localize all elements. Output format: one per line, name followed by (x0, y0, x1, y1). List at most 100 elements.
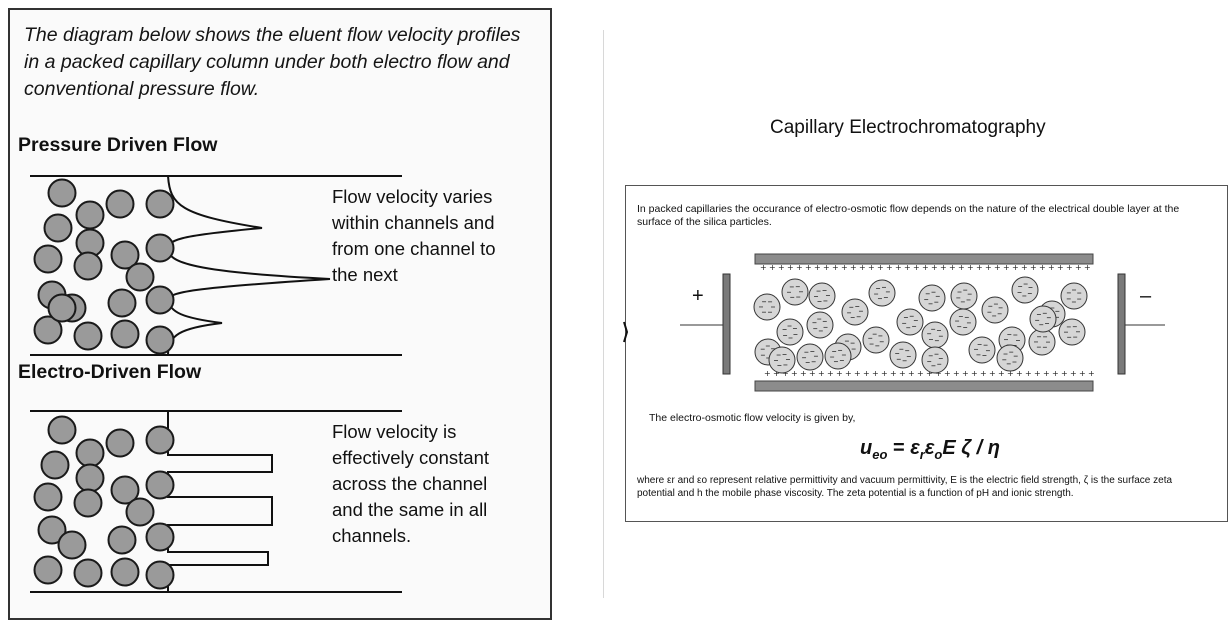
silica-particle (921, 346, 949, 374)
silica-particle (950, 282, 978, 310)
capillary-top-wall (754, 253, 1094, 265)
wall-charge: + (863, 369, 870, 378)
silica-particle (862, 326, 890, 354)
wall-charge: + (967, 263, 974, 272)
panel-divider (603, 30, 604, 598)
packing-bead (107, 525, 137, 555)
wall-charge: + (899, 369, 906, 378)
wall-charge: + (985, 263, 992, 272)
negative-electrode (1117, 273, 1126, 375)
silica-particle (776, 318, 804, 346)
wall-charge: + (1003, 263, 1010, 272)
wall-charge: + (1034, 369, 1041, 378)
wall-charge: + (1043, 369, 1050, 378)
eq-rest: E ζ / η (942, 437, 1000, 459)
packing-bead (47, 293, 77, 323)
wall-charge: + (805, 263, 812, 272)
silica-particle (1058, 318, 1086, 346)
packing-bead (145, 560, 175, 590)
packing-bead (110, 240, 140, 270)
wall-charge: + (935, 369, 942, 378)
silica-particle (918, 284, 946, 312)
cec-intro-text: In packed capillaries the occurance of e… (637, 203, 1180, 228)
packing-bead (105, 189, 135, 219)
silica-particle (808, 282, 836, 310)
wall-charge: + (1061, 369, 1068, 378)
silica-particle (824, 342, 852, 370)
eq-eps-r: ε (910, 437, 920, 459)
flow-profile-diagram (30, 175, 402, 593)
velocity-label: The electro-osmotic flow velocity is giv… (649, 412, 856, 424)
wall-charge: + (944, 369, 951, 378)
packing-bead (43, 213, 73, 243)
wall-charge: + (872, 369, 879, 378)
wall-charge: + (962, 369, 969, 378)
wall-charge: + (1048, 263, 1055, 272)
packing-bead (125, 497, 155, 527)
packing-bead (33, 315, 63, 345)
wall-charge: + (1075, 263, 1082, 272)
silica-particles (753, 276, 1088, 374)
silica-particle (1011, 276, 1039, 304)
packing-bead (73, 251, 103, 281)
wall-charge: + (1012, 263, 1019, 272)
negative-electrode-label: – (1140, 285, 1152, 307)
packing-bead (145, 470, 175, 500)
intro-text: The diagram below shows the eluent flow … (24, 24, 521, 100)
silica-particle (768, 346, 796, 374)
silica-particle (1060, 282, 1088, 310)
packing-bead (73, 558, 103, 588)
eq-eps-o-sub: o (934, 447, 943, 462)
wall-charge: + (818, 369, 825, 378)
pressure-packing-beads (33, 178, 175, 355)
wall-charge: + (1039, 263, 1046, 272)
silica-particle (981, 296, 1009, 324)
wall-charge: + (841, 263, 848, 272)
electro-flow-description: Flow velocity is effectively constant ac… (332, 421, 489, 546)
electro-packing-beads (33, 415, 175, 590)
wall-charge: + (814, 263, 821, 272)
eof-equation: ueo = εrεoE ζ / η (860, 437, 1000, 462)
wall-charge: + (895, 263, 902, 272)
wall-charge: + (778, 263, 785, 272)
wall-charge: + (854, 369, 861, 378)
packing-bead (145, 325, 175, 355)
wall-charge: + (1016, 369, 1023, 378)
right-panel-title: Capillary Electrochromatography (770, 117, 1046, 138)
wall-charge: + (877, 263, 884, 272)
wall-charge: + (922, 263, 929, 272)
packing-bead (145, 522, 175, 552)
silica-particle (896, 308, 924, 336)
capillary-bottom-wall (754, 380, 1094, 392)
wall-charge: + (976, 263, 983, 272)
wall-charge: + (1070, 369, 1077, 378)
wall-charge: + (764, 369, 771, 378)
packing-bead (110, 557, 140, 587)
silica-particle (1029, 305, 1057, 333)
wall-charge: + (931, 263, 938, 272)
wall-charge: + (1057, 263, 1064, 272)
wall-charge: + (836, 369, 843, 378)
wall-charge: + (773, 369, 780, 378)
edge-mark (623, 321, 629, 343)
packing-bead (37, 515, 67, 545)
eq-eps-r-sub: r (919, 447, 925, 462)
packing-bead (40, 450, 70, 480)
wall-charge: + (800, 369, 807, 378)
wall-charge: + (769, 263, 776, 272)
positive-electrode-label: + (692, 285, 704, 307)
wall-charge: + (926, 369, 933, 378)
wall-charge: + (1066, 263, 1073, 272)
equation-explanation: where εr and εo represent relative permi… (637, 475, 1173, 499)
left-panel (8, 8, 552, 620)
packing-bead (107, 288, 137, 318)
packing-bead (73, 488, 103, 518)
double-layer-charges: ++++++++++++++++++++++++++++++++++++++++… (760, 263, 1095, 378)
silica-particle (996, 344, 1024, 372)
wall-charge: + (782, 369, 789, 378)
wall-charge: + (868, 263, 875, 272)
wall-charge: + (1030, 263, 1037, 272)
silica-particle (889, 341, 917, 369)
wall-charge: + (890, 369, 897, 378)
